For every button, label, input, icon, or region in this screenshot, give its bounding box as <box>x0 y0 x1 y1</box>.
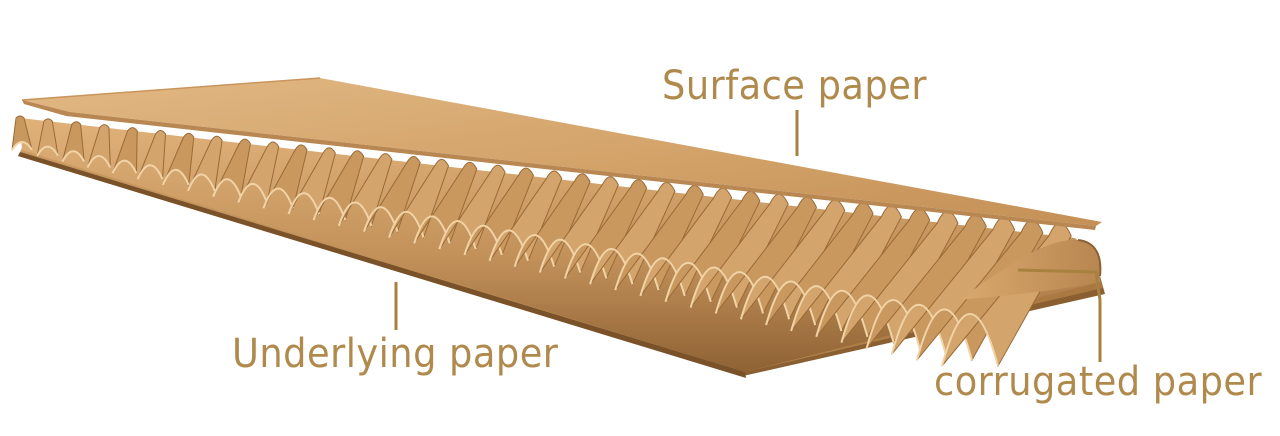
surface-paper-label: Surface paper <box>662 63 927 109</box>
flute-arc <box>161 168 190 186</box>
flute-arc <box>61 150 86 163</box>
flute-arc <box>136 164 164 180</box>
flute-arc <box>11 141 33 151</box>
corrugated-paper-label: corrugated paper <box>934 359 1263 405</box>
flute-arc <box>915 308 973 361</box>
flute-arc <box>262 187 295 209</box>
flute-arc <box>111 159 138 174</box>
flute-arc <box>790 285 843 332</box>
flute-arc <box>86 154 112 168</box>
flute-arc <box>840 294 895 343</box>
leader-lines <box>394 110 1102 362</box>
surface-paper-sheet <box>21 77 1102 230</box>
flute-arc <box>212 178 242 198</box>
flute-arc <box>36 145 59 157</box>
flute-arc <box>890 303 947 355</box>
corrugated-paper-sheet <box>11 115 1102 372</box>
flute-arc <box>941 313 999 367</box>
flute-arc <box>287 192 321 215</box>
flute-arc <box>187 173 216 192</box>
flute-arc <box>865 299 921 349</box>
corrugated-leader-line <box>1017 268 1102 362</box>
flute-arc <box>237 182 268 203</box>
flute-arc <box>312 197 347 221</box>
underlying-paper-label: Underlying paper <box>232 331 559 377</box>
